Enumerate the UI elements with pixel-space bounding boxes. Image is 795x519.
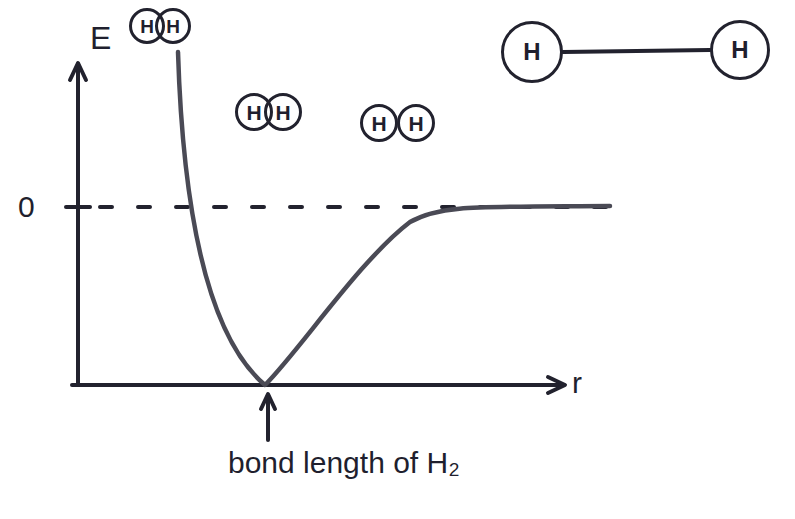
atom-circle: H (264, 93, 302, 131)
atom-symbol: H (246, 102, 261, 123)
pointer-arrow (266, 396, 270, 440)
annotation: bond length of H₂ (228, 448, 460, 478)
atom-circle: H (235, 93, 273, 131)
axis-arrowhead (70, 63, 86, 80)
zero-tick (66, 205, 90, 209)
atom-circle: H (397, 104, 435, 142)
axis-label: E (90, 22, 111, 54)
atom-symbol: H (275, 102, 290, 123)
pointer-arrowhead (261, 394, 275, 409)
energy-axis (76, 64, 80, 385)
atom-circle: H (129, 8, 165, 44)
bond-line (563, 50, 710, 52)
atom-symbol: H (166, 17, 180, 36)
axis-arrowhead (548, 377, 565, 393)
atom-circle: H (501, 21, 563, 83)
axis-value: 0 (18, 192, 35, 222)
atom-symbol: H (523, 40, 540, 64)
atom-circle: H (360, 104, 398, 142)
atom-symbol: H (140, 17, 154, 36)
atom-circle: H (710, 20, 770, 80)
axis-label: r (572, 368, 582, 398)
potential-energy-curve (178, 52, 610, 385)
atom-circle: H (155, 8, 191, 44)
distance-axis (72, 383, 562, 387)
atom-symbol: H (408, 113, 423, 134)
atom-symbol: H (731, 38, 748, 62)
atom-symbol: H (371, 113, 386, 134)
